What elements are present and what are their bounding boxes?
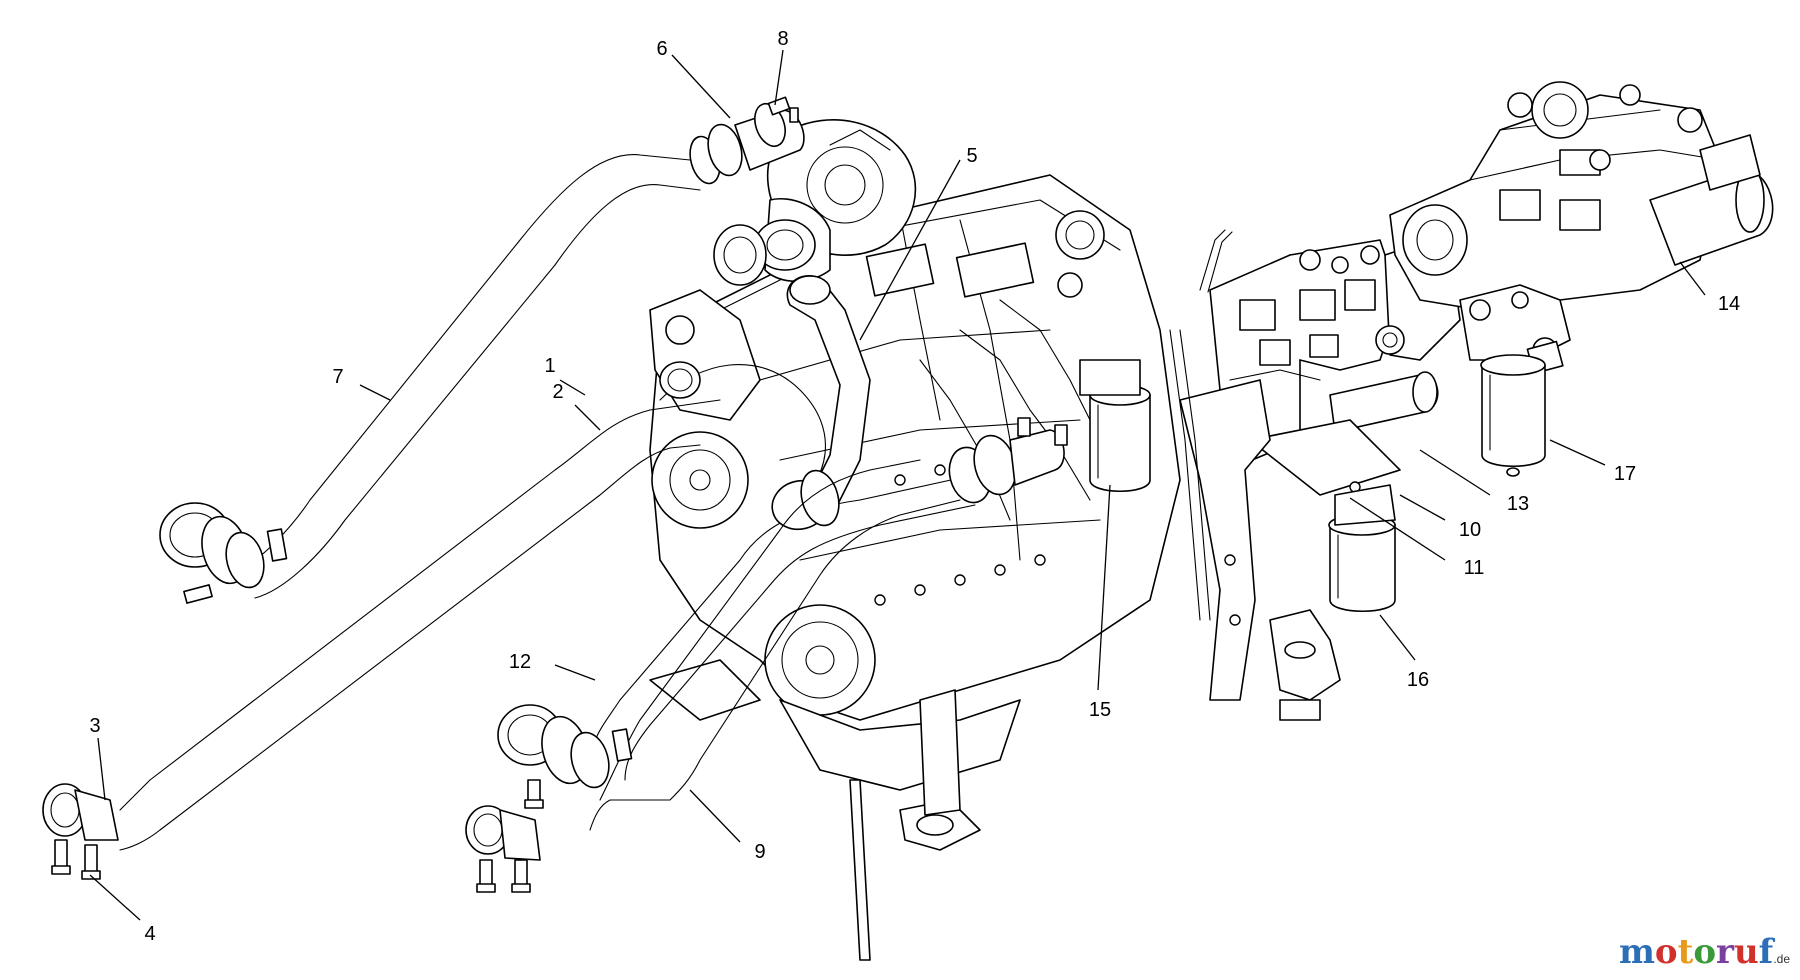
leader-4 <box>89 874 141 921</box>
callout-17: 17 <box>1614 463 1636 485</box>
callout-16: 16 <box>1407 669 1429 691</box>
leader-13 <box>1419 449 1491 496</box>
callout-11: 11 <box>1464 557 1485 579</box>
leader-14 <box>1679 261 1706 296</box>
leader-10 <box>1399 494 1446 521</box>
leader-8 <box>774 49 784 106</box>
callout-14: 14 <box>1718 293 1740 315</box>
callout-6: 6 <box>656 38 667 60</box>
callout-4: 4 <box>144 923 155 945</box>
watermark-letter: m <box>1618 932 1655 972</box>
watermark-letter: f <box>1758 932 1774 972</box>
hose-12 <box>593 417 1068 781</box>
engine-mount <box>649 609 1341 961</box>
callout-7: 7 <box>332 366 343 388</box>
leader-1 <box>559 379 586 396</box>
callout-12: 12 <box>509 651 531 673</box>
leader-15 <box>1097 484 1111 691</box>
leader-9 <box>689 789 741 843</box>
callout-8: 8 <box>777 28 788 50</box>
watermark-letter: u <box>1733 932 1759 972</box>
callout-15: 15 <box>1089 699 1111 721</box>
turbocharger <box>713 119 917 286</box>
watermark-letter: r <box>1716 932 1734 972</box>
leader-7 <box>359 384 391 401</box>
leader-lines <box>89 49 1706 921</box>
callout-9: 9 <box>754 841 765 863</box>
callout-1: 1 <box>544 355 555 377</box>
leader-12 <box>554 664 596 681</box>
hose-7 <box>159 96 805 604</box>
callout-10: 10 <box>1459 519 1481 541</box>
leader-6 <box>671 54 731 119</box>
callout-3: 3 <box>89 715 100 737</box>
hose-1-2 <box>42 361 721 880</box>
filter-canister-15 <box>1079 359 1151 493</box>
watermark-letter: t <box>1677 932 1694 972</box>
leader-16 <box>1379 614 1416 661</box>
watermark-letter: o <box>1654 932 1678 972</box>
filter-canister-17 <box>1480 354 1546 477</box>
callout-numbers: 1 2 3 4 5 6 7 8 9 10 11 12 13 14 15 16 1… <box>89 28 1740 945</box>
filter-canister-16 <box>1328 484 1396 613</box>
callout-5: 5 <box>966 145 977 167</box>
leader-11 <box>1349 497 1446 561</box>
engine-block <box>649 174 1181 791</box>
leader-2 <box>574 404 601 431</box>
leader-17 <box>1549 439 1606 466</box>
callout-2: 2 <box>552 381 563 403</box>
motoruf-watermark-logo: motoruf.de <box>1619 932 1790 972</box>
hose-9 <box>465 459 961 893</box>
leader-3 <box>97 737 106 801</box>
watermark-letter: o <box>1693 932 1717 972</box>
leader-5 <box>859 159 961 341</box>
watermark-domain: .de <box>1773 952 1790 966</box>
callout-13: 13 <box>1507 493 1529 515</box>
hydraulic-pump-assembly <box>1389 81 1774 375</box>
